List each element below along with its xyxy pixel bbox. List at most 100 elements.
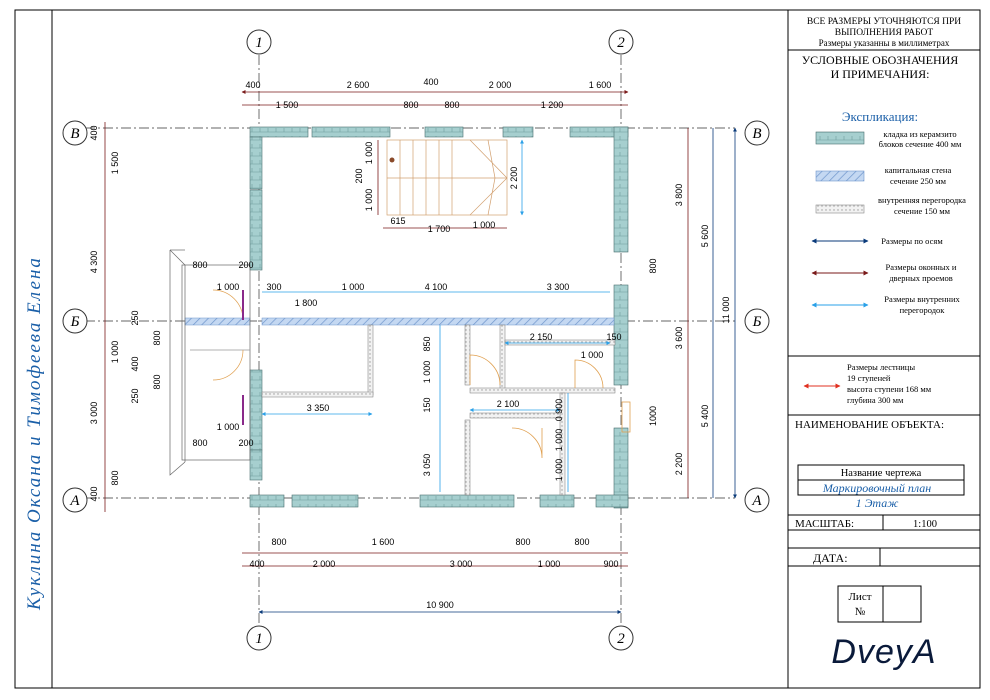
dimension-lines [104, 90, 737, 614]
dim-bottom-2: 1 600 [372, 537, 395, 547]
sheet-label-2: № [855, 606, 866, 618]
dim-stair-4: 2 200 [509, 167, 519, 190]
svg-text:В: В [70, 126, 79, 142]
stair-note-1: Размеры лестницы [847, 362, 915, 372]
legend-5-line-1: Размеры оконных и [886, 262, 957, 272]
dimension-labels: 400 2 600 400 2 000 1 600 1 500 800 800 … [89, 77, 731, 610]
legend-2-line-1: капитальная стена [885, 165, 952, 175]
dim-left-7: 400 [130, 356, 140, 371]
title-block-frame [787, 9, 981, 689]
axis-bubble-2-top: 2 [608, 29, 634, 55]
dim-room-12: 3 050 [422, 454, 432, 477]
dim-room-5: 2 150 [530, 332, 553, 342]
axis-bubbles: 1 2 1 2 В Б А В Б А [62, 29, 770, 651]
legend-swatch-partition [815, 204, 865, 214]
axis-bubble-a-left: А [62, 487, 88, 513]
axis-bubble-v-left: В [62, 120, 88, 146]
dim-left-1: 400 [89, 125, 99, 140]
porch [169, 249, 251, 476]
dim-room-11: 1 000 [554, 459, 564, 482]
axis-bubble-2-bottom: 2 [608, 625, 634, 651]
dim-right-3: 3 600 [674, 327, 684, 350]
title-block: ВСЕ РАЗМЕРЫ УТОЧНЯЮТСЯ ПРИ ВЫПОЛНЕНИЯ РА… [788, 17, 980, 671]
legend-2-line-2: сечение 250 мм [890, 176, 947, 186]
svg-text:Б: Б [752, 314, 762, 330]
dim-top-3: 400 [423, 77, 438, 87]
note-line-1: ВСЕ РАЗМЕРЫ УТОЧНЯЮТСЯ ПРИ [807, 17, 961, 27]
dim-rowb-5: 3 300 [547, 282, 570, 292]
dim-room-8: 2 100 [497, 399, 520, 409]
stair-note-2: 19 ступеней [847, 373, 891, 383]
dim-left-2: 1 500 [110, 152, 120, 175]
dim-room-10: 1 000 [554, 429, 564, 452]
axis-bubble-b-right: Б [744, 308, 770, 334]
axis-bubble-v-right: В [744, 120, 770, 146]
legend-6-line-2: перегородок [900, 305, 946, 315]
dim-porch-2: 200 [238, 260, 253, 270]
dim-right-8: 2 200 [674, 453, 684, 476]
dim-bottom-7: 3 000 [450, 559, 473, 569]
dim-bottom-4: 800 [574, 537, 589, 547]
dim-porch-6: 200 [238, 438, 253, 448]
dim-left-8: 800 [152, 374, 162, 389]
dim-left-12: 400 [89, 486, 99, 501]
dim-right-4: 5 600 [700, 225, 710, 248]
dim-porch-3: 1 000 [217, 282, 240, 292]
svg-text:2: 2 [617, 631, 625, 647]
dim-bottom-9: 900 [603, 559, 618, 569]
svg-text:1: 1 [255, 35, 263, 51]
axis-bubble-1-top: 1 [246, 29, 272, 55]
dim-stair-6: 1 700 [428, 224, 451, 234]
axis-bubble-a-right: А [744, 487, 770, 513]
dim-bottom-6: 2 000 [313, 559, 336, 569]
legend-1-line-2: блоков сечение 400 мм [879, 139, 962, 149]
sheet-number-value-box [882, 585, 922, 623]
dim-room-9: 0 900 [554, 399, 564, 422]
dim-bottom-1: 800 [271, 537, 286, 547]
dim-room-1: 3 350 [307, 403, 330, 413]
dim-bottom-5: 400 [249, 559, 264, 569]
dim-room-7: 1 000 [581, 350, 604, 360]
dim-room-3: 1 000 [422, 361, 432, 384]
legend-3-line-1: внутренняя перегородка [878, 195, 966, 205]
dim-porch-1: 800 [192, 260, 207, 270]
drawing-name-2: 1 Этаж [856, 496, 899, 510]
exterior-walls [249, 126, 629, 509]
svg-text:2: 2 [617, 35, 625, 51]
axis-bubble-1-bottom: 1 [246, 625, 272, 651]
stair-drawing [386, 139, 508, 216]
drawing-name-1: Маркировочный план [822, 481, 931, 495]
sheet-label-1: Лист [848, 591, 871, 603]
dim-top-8: 800 [444, 100, 459, 110]
dim-left-10: 3 000 [89, 402, 99, 425]
stair-note-3: высота ступени 168 мм [847, 384, 932, 394]
axis-lines [85, 55, 735, 625]
legend-4-line-1: Размеры по осям [881, 236, 943, 246]
author-vertical: Куклина Оксана и Тимофеева Елена [24, 256, 45, 611]
capital-wall [184, 317, 615, 326]
dim-top-4: 2 000 [489, 80, 512, 90]
svg-text:А: А [69, 493, 80, 509]
legend-6-line-1: Размеры внутренних [884, 294, 960, 304]
dim-right-5: 11 000 [721, 297, 731, 324]
dim-right-1: 3 800 [674, 184, 684, 207]
dim-left-3: 4 300 [89, 251, 99, 274]
dim-bottom-3: 800 [515, 537, 530, 547]
dim-left-9: 250 [130, 388, 140, 403]
svg-text:А: А [751, 493, 762, 509]
dim-top-5: 1 600 [589, 80, 612, 90]
sheet-frame [14, 9, 981, 689]
date-label: ДАТА: [813, 551, 848, 565]
dveya-logo: DveyA [831, 633, 936, 671]
object-label: НАИМЕНОВАНИЕ ОБЪЕКТА: [795, 419, 944, 431]
note-line-3: Размеры указанны в миллиметрах [819, 38, 950, 48]
dim-room-4: 150 [422, 397, 432, 412]
scale-value: 1:100 [913, 519, 937, 530]
dim-rowb-3: 1 000 [342, 282, 365, 292]
dim-stair-2: 200 [354, 168, 364, 183]
dim-rowb-1: 300 [266, 282, 281, 292]
dim-stair-7: 1 000 [473, 220, 496, 230]
drawing-label: Название чертежа [841, 468, 922, 479]
dim-left-5: 800 [152, 330, 162, 345]
